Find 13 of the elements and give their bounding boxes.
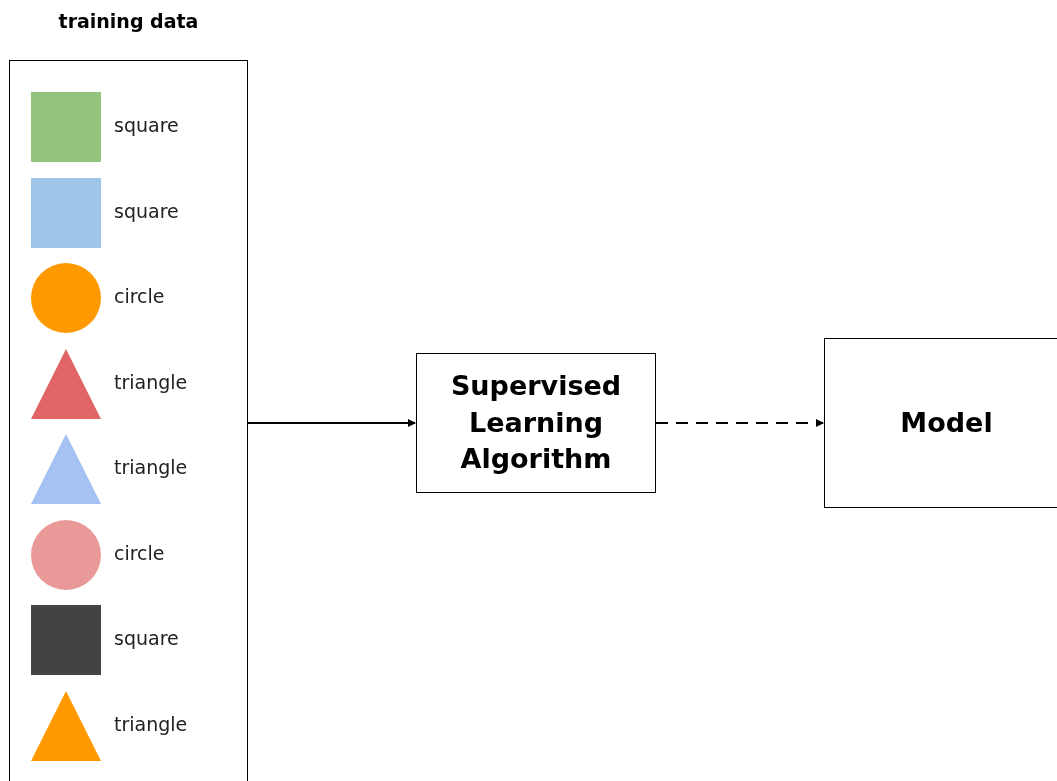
group-heading: training data	[57, 10, 200, 32]
shape-label: triangle	[114, 712, 188, 735]
process-box: Model	[824, 338, 1057, 508]
process-box: Supervised Learning Algorithm	[416, 353, 656, 493]
shape-label: square	[114, 114, 179, 136]
shape-label: triangle	[114, 456, 188, 478]
shape-label: triangle	[114, 370, 188, 393]
dashed-arrow	[655, 419, 824, 427]
arrow	[247, 419, 416, 427]
shape-label: square	[114, 199, 179, 222]
shape-label: circle	[114, 541, 165, 564]
shape-label: square	[114, 627, 179, 649]
shape-label: circle	[114, 285, 165, 307]
